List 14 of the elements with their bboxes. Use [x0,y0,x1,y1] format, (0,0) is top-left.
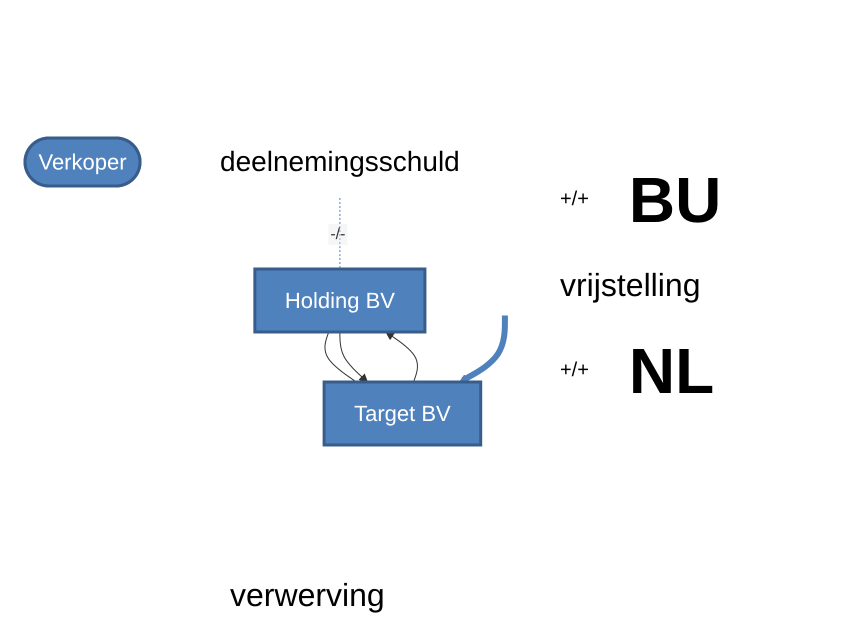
node-box: Holding BV [253,267,426,333]
node-box: Target BV [322,380,482,446]
exemption-label: vrijstelling [560,266,702,304]
node-text: deelnemingsschuld [220,146,460,176]
sign-note: +/+ [560,359,589,382]
arrow [459,315,508,382]
country-code: NL [628,334,714,408]
sign-note: +/+ [560,188,589,211]
connector [339,197,340,269]
acquisition-label: verwerving [230,577,385,613]
arrow [339,331,368,382]
country-code: BU [628,162,722,236]
edge-label: -/- [330,225,346,242]
arrow [386,331,418,382]
